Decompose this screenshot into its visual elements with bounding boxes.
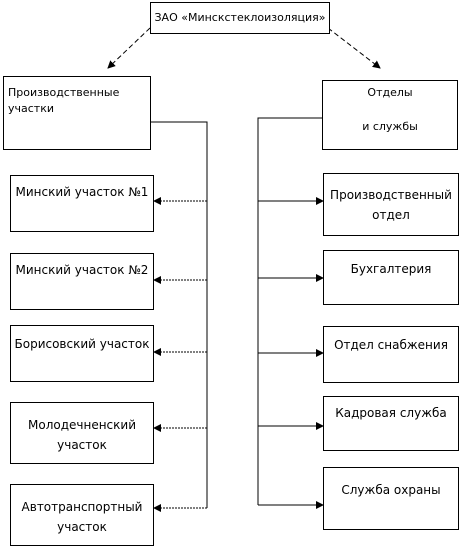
root-node: ЗАО «Минскстеклоизоляция» — [150, 2, 330, 34]
left-item-3-label: Борисовский участок — [14, 337, 150, 351]
root-label: ЗАО «Минскстеклоизоляция» — [154, 11, 326, 24]
right-item-5: Служба охраны — [323, 467, 459, 530]
right-item-3: Отдел снабжения — [323, 326, 459, 383]
right-item-5-label: Служба охраны — [341, 483, 441, 497]
right-header-node: Отделы и службы — [322, 80, 458, 150]
left-item-3: Борисовский участок — [10, 325, 154, 382]
root-to-left-arrow — [107, 27, 151, 69]
left-item-4: Молодечненский участок — [10, 402, 154, 464]
left-header-node: Производственные участки — [3, 76, 151, 150]
right-item-4: Кадровая служба — [323, 396, 459, 451]
right-header-line2: и службы — [362, 120, 418, 133]
right-item-3-label: Отдел снабжения — [334, 338, 448, 352]
left-item-4-label: Молодечненский участок — [28, 418, 136, 452]
right-item-2-label: Бухгалтерия — [350, 262, 432, 276]
right-item-4-label: Кадровая служба — [335, 406, 447, 420]
right-item-1: Производственный отдел — [323, 173, 459, 236]
left-item-2-label: Минский участок №2 — [15, 263, 149, 277]
left-item-2: Минский участок №2 — [10, 253, 154, 310]
left-item-1-label: Минский участок №1 — [15, 185, 149, 199]
left-item-5: Автотранспортный участок — [10, 484, 154, 546]
left-header-label: Производственные участки — [8, 86, 120, 115]
right-item-2: Бухгалтерия — [323, 250, 459, 305]
right-header-line1: Отделы — [367, 86, 413, 99]
left-item-1: Минский участок №1 — [10, 175, 154, 232]
right-item-1-label: Производственный отдел — [330, 187, 452, 222]
left-trunk — [150, 121, 208, 508]
root-to-right-arrow — [327, 27, 381, 69]
right-trunk — [257, 117, 322, 505]
left-item-5-label: Автотранспортный участок — [21, 500, 143, 534]
